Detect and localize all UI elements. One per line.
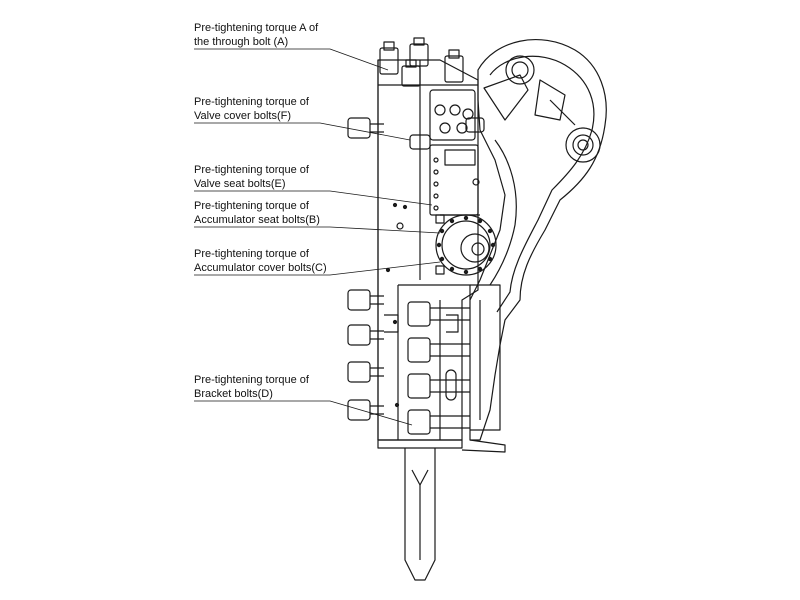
- callout-accumulator-seat-bolts: Pre-tightening torque of Accumulator sea…: [194, 199, 320, 227]
- callout-line: Pre-tightening torque of: [194, 200, 309, 212]
- callout-valve-seat-bolts: Pre-tightening torque of Valve seat bolt…: [194, 163, 309, 191]
- mounting-bracket: [461, 39, 607, 453]
- chisel-tool: [404, 448, 436, 581]
- callout-line: Accumulator seat bolts(B): [194, 214, 320, 226]
- callout-valve-cover-bolts: Pre-tightening torque of Valve cover bol…: [194, 95, 309, 123]
- callout-through-bolt: Pre-tightening torque A of the through b…: [194, 21, 318, 49]
- callout-line: Pre-tightening torque of: [194, 248, 309, 260]
- callout-line: the through bolt (A): [194, 36, 289, 48]
- callout-line: Pre-tightening torque of: [194, 96, 309, 108]
- through-bolt-nuts: [379, 37, 464, 87]
- accumulator: [435, 214, 497, 276]
- callout-line: Bracket bolts(D): [194, 388, 273, 400]
- callout-line: Pre-tightening torque of: [194, 164, 309, 176]
- bracket-bolts: [407, 301, 470, 435]
- callout-line: Accumulator cover bolts(C): [194, 262, 327, 274]
- breaker-body: [377, 59, 479, 449]
- leader-lines: [194, 48, 441, 426]
- callout-line: Pre-tightening torque of: [194, 374, 309, 386]
- callout-accumulator-cover-bolts: Pre-tightening torque of Accumulator cov…: [194, 247, 327, 275]
- valve-cover: [347, 89, 485, 150]
- callout-line: Pre-tightening torque A of: [194, 22, 319, 34]
- callout-line: Valve seat bolts(E): [194, 178, 286, 190]
- valve-seat: [429, 144, 480, 216]
- left-bolts: [347, 289, 384, 421]
- callout-bracket-bolts: Pre-tightening torque of Bracket bolts(D…: [194, 373, 309, 401]
- callout-line: Valve cover bolts(F): [194, 110, 291, 122]
